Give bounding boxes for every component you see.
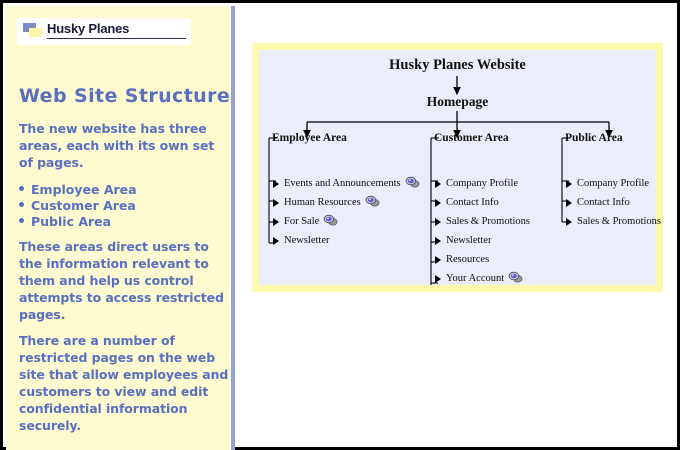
diagram-leaf-item[interactable]: Human Resources bbox=[273, 193, 420, 212]
diagram-leaf-item[interactable]: Events and Announcements bbox=[273, 174, 420, 193]
diagram-leaf-label: Sales & Promotions bbox=[446, 216, 531, 227]
sidebar-paragraph-3: There are a number of restricted pages o… bbox=[19, 333, 229, 433]
diagram-leaf-label: Newsletter bbox=[446, 235, 492, 246]
diagram-leaf-item[interactable]: For Sale bbox=[273, 212, 420, 231]
diagram-area-public-label: Public Area bbox=[565, 132, 623, 144]
bullet-dot-icon bbox=[19, 202, 24, 207]
logo-text: Husky Planes bbox=[47, 21, 130, 36]
diagram-leaf-label: Contact Info bbox=[446, 197, 499, 208]
arrow-right-icon bbox=[435, 275, 441, 283]
site-structure-diagram: Husky Planes Website Homepage Employee A… bbox=[252, 43, 663, 292]
diagram-leaf-label: Sales & Promotions bbox=[577, 216, 662, 227]
arrow-right-icon bbox=[435, 237, 441, 245]
arrow-right-icon bbox=[435, 180, 441, 188]
lock-icon-wrapper bbox=[319, 214, 338, 227]
arrow-right-icon bbox=[435, 218, 441, 226]
bullet-dot-icon bbox=[19, 186, 24, 191]
diagram-leaf-label: Contact Info bbox=[577, 197, 630, 208]
diagram-leaf-label: Events and Announcements bbox=[284, 178, 401, 189]
arrow-right-icon bbox=[435, 199, 441, 207]
diagram-homepage-node: Homepage bbox=[426, 94, 489, 109]
list-item-label: Employee Area bbox=[31, 182, 137, 197]
diagram-leaf-item[interactable]: Resources bbox=[435, 250, 530, 269]
list-item-label: Customer Area bbox=[31, 198, 136, 213]
diagram-leaf-item[interactable]: Sales & Promotions bbox=[566, 212, 661, 231]
arrow-right-icon bbox=[273, 237, 279, 245]
diagram-leaf-item[interactable]: Newsletter bbox=[435, 231, 530, 250]
arrow-right-icon bbox=[273, 218, 279, 226]
lock-icon-wrapper bbox=[504, 271, 523, 284]
arrow-right-icon bbox=[273, 180, 279, 188]
two-squares-logo-icon bbox=[23, 23, 43, 38]
lock-icon bbox=[323, 214, 338, 226]
bullet-dot-icon bbox=[19, 218, 24, 223]
arrow-right-icon bbox=[273, 199, 279, 207]
page-title: Web Site Structure bbox=[19, 85, 231, 107]
list-item: Employee Area bbox=[19, 182, 137, 198]
diagram-leaf-label: Your Account bbox=[446, 273, 505, 284]
diagram-area-customer-label: Customer Area bbox=[434, 132, 509, 144]
sidebar-paragraph-2: These areas direct users to the informat… bbox=[19, 239, 224, 322]
diagram-leaf-label: Newsletter bbox=[284, 235, 330, 246]
diagram-leaf-item[interactable]: Newsletter bbox=[273, 231, 420, 250]
diagram-leaf-label: Company Profile bbox=[577, 178, 650, 189]
diagram-leaf-label: Company Profile bbox=[446, 178, 519, 189]
lock-icon-wrapper bbox=[401, 176, 420, 189]
lock-icon bbox=[365, 195, 380, 207]
arrow-right-icon bbox=[566, 199, 572, 207]
diagram-area-employee-label: Employee Area bbox=[272, 132, 347, 144]
diagram-leaf-item[interactable]: Your Account bbox=[435, 269, 530, 288]
diagram-leaf-item[interactable]: Company Profile bbox=[566, 174, 661, 193]
arrow-right-icon bbox=[435, 256, 441, 264]
diagram-leaf-item[interactable]: Contact Info bbox=[435, 193, 530, 212]
diagram-leaf-label: For Sale bbox=[284, 216, 320, 227]
sidebar: Husky Planes Web Site Structure The new … bbox=[6, 6, 235, 450]
diagram-root-node: Husky Planes Website bbox=[389, 57, 526, 73]
list-item: Customer Area bbox=[19, 198, 137, 214]
arrow-right-icon bbox=[566, 218, 572, 226]
diagram-leaf-item[interactable]: Contact Info bbox=[566, 193, 661, 212]
sidebar-bullet-list: Employee Area Customer Area Public Area bbox=[19, 182, 137, 230]
lock-icon bbox=[405, 176, 420, 188]
logo-underline bbox=[47, 38, 186, 39]
diagram-leaf-label: Human Resources bbox=[284, 197, 361, 208]
list-item: Public Area bbox=[19, 214, 137, 230]
list-item-label: Public Area bbox=[31, 214, 112, 229]
lock-icon-wrapper bbox=[361, 195, 380, 208]
diagram-leaf-item[interactable]: Company Profile bbox=[435, 174, 530, 193]
diagram-leaf-item[interactable]: Sales & Promotions bbox=[435, 212, 530, 231]
sidebar-paragraph-1: The new website has three areas, each wi… bbox=[19, 121, 215, 170]
lock-icon bbox=[508, 271, 523, 283]
diagram-leaf-label: Resources bbox=[446, 254, 490, 265]
arrow-right-icon bbox=[566, 180, 572, 188]
logo-plate: Husky Planes bbox=[17, 18, 191, 45]
